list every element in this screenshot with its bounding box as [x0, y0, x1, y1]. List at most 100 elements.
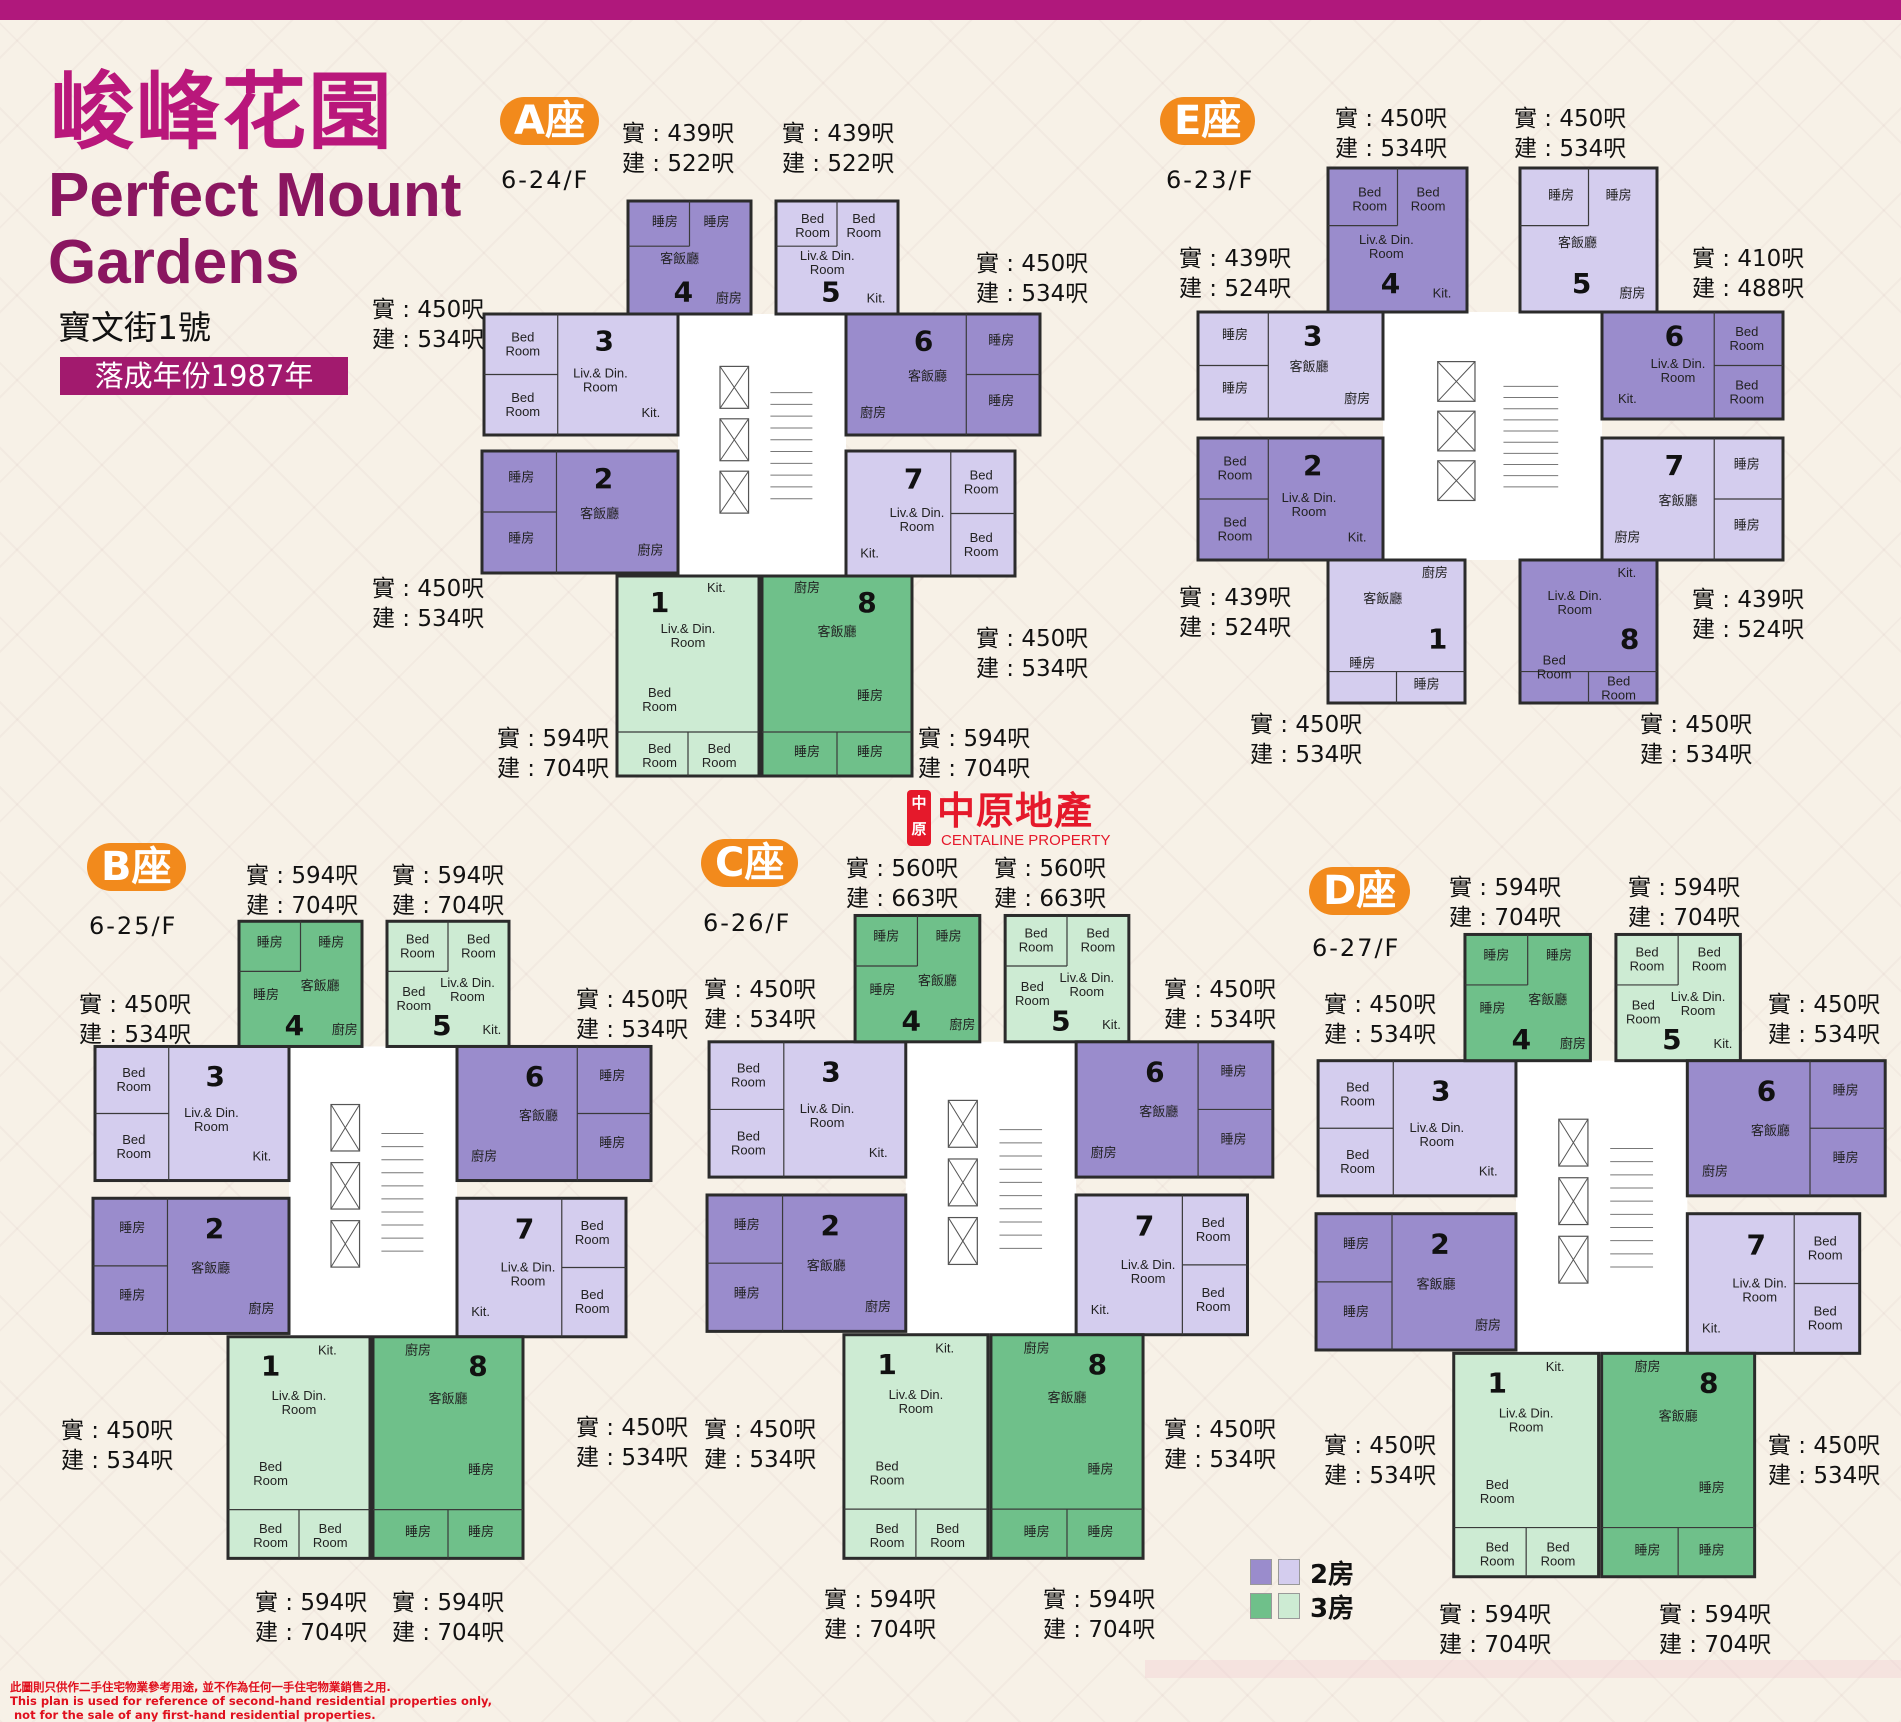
room-label: 睡房: [734, 1217, 760, 1232]
gross-area: 建 : 663呎: [994, 886, 1107, 912]
room-label: Kit.: [483, 1022, 502, 1037]
unit-area-label: 實 : 439呎建 : 524呎: [1179, 583, 1291, 643]
unit-number: 3: [206, 1060, 225, 1093]
gross-area: 建 : 522呎: [622, 151, 735, 177]
legend-swatch-light: [1278, 1559, 1300, 1585]
room-label: 廚房: [1344, 391, 1370, 406]
room-label: 客飯廳: [580, 506, 619, 521]
room-label: 睡房: [1222, 327, 1248, 342]
lift-cross: [719, 418, 749, 462]
unit-a4[interactable]: 睡房睡房客飯廳廚房4: [626, 199, 753, 316]
saleable-area: 實 : 594呎: [1043, 1587, 1156, 1613]
unit-outline: [1452, 1351, 1601, 1579]
room-label: 睡房: [1833, 1150, 1859, 1165]
room-label: 睡房: [1087, 1461, 1113, 1476]
lift-cross: [1437, 460, 1476, 501]
unit-e5[interactable]: 睡房睡房客飯廳廚房5: [1518, 166, 1659, 314]
room-label: Liv.& Din.Room: [1651, 356, 1706, 385]
legend-label: 3房: [1310, 1593, 1355, 1624]
unit-number: 8: [1088, 1348, 1107, 1381]
room-label: 睡房: [599, 1135, 625, 1150]
gross-area: 建 : 534呎: [372, 606, 485, 632]
lift-stair-core: [1515, 1060, 1688, 1354]
room-label: Liv.& Din.Room: [800, 248, 855, 277]
lift-cross: [947, 1100, 978, 1148]
saleable-area: 實 : 450呎: [576, 1415, 689, 1441]
room-label: 廚房: [249, 1301, 275, 1316]
unit-number: 6: [914, 325, 933, 358]
unit-number: 2: [1430, 1228, 1449, 1261]
room-label: 睡房: [318, 934, 344, 949]
block-floors: 6-25/F: [89, 912, 178, 940]
unit-area-label: 實 : 594呎建 : 704呎: [1439, 1600, 1551, 1660]
saleable-area: 實 : 594呎: [824, 1587, 937, 1613]
lift-cross: [947, 1217, 978, 1265]
unit-number: 2: [1303, 449, 1322, 482]
unit-number: 1: [1487, 1366, 1506, 1399]
room-label: 廚房: [1475, 1318, 1501, 1333]
room-label: Kit.: [935, 1341, 954, 1356]
room-label: Kit.: [1479, 1164, 1498, 1179]
unit-area-label: 實 : 450呎建 : 534呎: [1768, 1431, 1880, 1491]
unit-number: 7: [1665, 449, 1684, 482]
room-label: 廚房: [1702, 1164, 1728, 1179]
room-label: 睡房: [1024, 1524, 1050, 1539]
room-label: Kit.: [867, 291, 886, 306]
lift-icon: [1437, 410, 1476, 452]
unit-b4[interactable]: 睡房睡房睡房客飯廳廚房4: [237, 919, 364, 1048]
saleable-area: 實 : 594呎: [392, 1590, 505, 1616]
room-label: 睡房: [988, 332, 1014, 347]
room-label: 客飯廳: [1659, 1408, 1698, 1423]
room-label: Kit.: [318, 1342, 337, 1357]
unit-d4[interactable]: 睡房睡房睡房客飯廳廚房4: [1463, 932, 1592, 1063]
unit-number: 1: [261, 1350, 280, 1383]
unit-area-label: 實 : 450呎建 : 534呎: [372, 574, 484, 634]
room-label: 睡房: [1480, 1001, 1506, 1016]
unit-c4[interactable]: 睡房睡房睡房客飯廳廚房4: [853, 913, 982, 1044]
room-label: Liv.& Din.Room: [889, 1387, 944, 1416]
